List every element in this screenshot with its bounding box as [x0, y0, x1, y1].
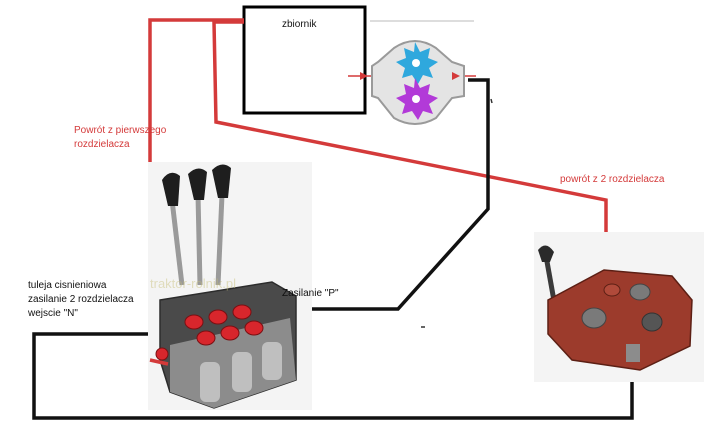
pump-gear-top-hub — [412, 59, 420, 67]
valve-two-body — [547, 269, 693, 371]
gear-pump — [360, 40, 465, 125]
sleeve-label-line2: zasilanie 2 rozdzielacza — [28, 294, 134, 305]
pump-gear-bottom-hub — [412, 95, 420, 103]
valve-two-port-1 — [581, 307, 607, 329]
lever-knob-3 — [212, 164, 231, 198]
pump-to-valve-line — [280, 78, 490, 311]
valve-two-lever-tip — [538, 245, 554, 262]
return-first-label-line1: Powrót z pierwszego — [74, 125, 167, 136]
lever-knob-1 — [162, 172, 180, 206]
valve-one-spool-3 — [262, 342, 282, 380]
valve-one-spool-1 — [200, 362, 220, 402]
valve-one-spool-2 — [232, 352, 252, 392]
small-dash-1 — [490, 98, 493, 104]
pump-flow-arrow-right — [452, 72, 460, 80]
sleeve-label-line1: tuleja cisnieniowa — [28, 280, 107, 291]
valve-two-fitting — [626, 344, 640, 362]
valve-two-port-3 — [641, 312, 663, 332]
valve-one — [148, 162, 312, 410]
valve-one-ports — [155, 304, 264, 361]
return-first-label-line2: rozdzielacza — [74, 139, 130, 150]
valve-two — [534, 232, 704, 382]
valve-two-port-4 — [603, 283, 621, 297]
lever-knob-2 — [188, 168, 207, 200]
watermark: traktor-rolnik.pl — [150, 276, 236, 291]
return-second-label: powrót z 2 rozdzielacza — [560, 174, 665, 185]
supply-p-label: Zasilanie "P" — [282, 288, 339, 299]
tank-box — [242, 5, 367, 115]
pressure-lines — [32, 78, 634, 420]
sleeve-label-line3: wejscie "N" — [28, 308, 78, 319]
tank-label: zbiornik — [282, 19, 317, 30]
outlet-loop-line — [32, 332, 634, 420]
valve-two-port-2 — [629, 283, 651, 301]
sleeve-marker — [149, 358, 169, 366]
pump-flow-arrow-left — [360, 72, 368, 80]
valve-one-levers — [162, 164, 231, 286]
return-line-second-valve — [212, 20, 608, 252]
